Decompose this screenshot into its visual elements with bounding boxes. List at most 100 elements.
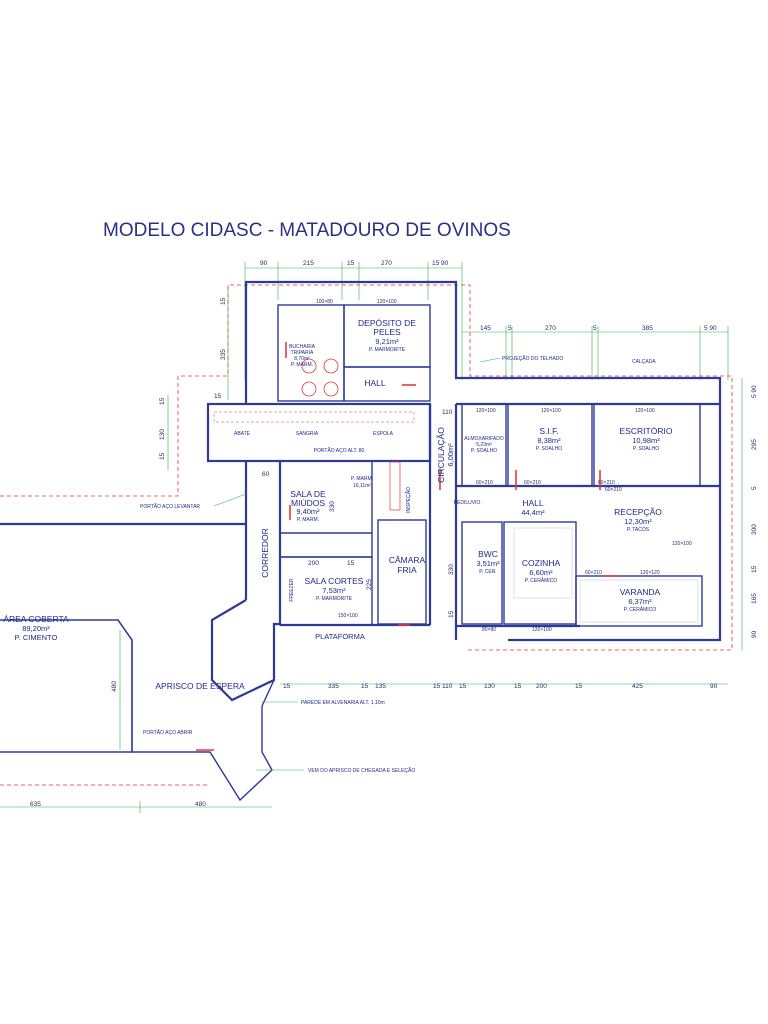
room-aprisco: APRISCO DE ESPERA <box>155 681 245 691</box>
room-sif: S.I.F. 8,38m² P. SOALHO <box>536 426 562 452</box>
window-tag: 120×120 <box>640 570 660 576</box>
room-name: BUCHARIA <box>289 344 316 350</box>
room-floor: P. MARM. <box>291 362 313 368</box>
room-deposito-peles: DEPÓSITO DE PELES 9,21m² P. MARMORITE <box>358 318 416 353</box>
room-p-marm: P. MARM. 16,11m² <box>351 476 373 489</box>
window-tag: 60×210 <box>524 480 541 486</box>
window-tag: 60×210 <box>585 570 602 576</box>
room-name: SALA DE <box>290 489 326 499</box>
dim-label: 425 <box>632 683 643 690</box>
dim-label: 15 <box>159 397 166 405</box>
dim-label: 15 <box>347 560 355 567</box>
room-name: CÂMARA <box>389 555 426 565</box>
dim-label: 330 <box>329 501 336 512</box>
dim-label: 300 <box>751 524 758 535</box>
dim-label: 15 <box>347 260 355 267</box>
bottom-dimensions: 15 335 15 135 15 110 15 130 15 200 15 42… <box>0 683 728 813</box>
room-area: 44,4m² <box>521 508 545 517</box>
dim-label: 15 <box>283 683 291 690</box>
room-floor: P. MARMORITE <box>316 596 353 602</box>
dim-label: 15 <box>448 610 455 618</box>
top-dimensions-2: 145 5 270 5 385 5 90 <box>462 325 729 380</box>
window-tag: 150×100 <box>338 613 358 619</box>
dim-label: 15 <box>459 683 467 690</box>
annotations: PROJEÇÃO DO TELHADO CALÇADA PORTÃO AÇO L… <box>140 355 656 774</box>
building-walls <box>0 280 722 802</box>
dim-label: 60 <box>262 471 270 478</box>
room-corredor: CORREDOR <box>260 528 270 578</box>
room-bwc: BWC 3,51m² P. CER. <box>476 549 500 575</box>
room-area: 9,40m² <box>296 507 320 516</box>
room-floor: P. CIMENTO <box>15 633 58 642</box>
room-floor: P. TACOS <box>627 527 650 533</box>
window-tag: 120×100 <box>476 408 496 414</box>
room-name: FRIA <box>397 565 417 575</box>
dim-label: 15 <box>514 683 522 690</box>
dim-label: 135 <box>375 683 386 690</box>
room-area: 16,11m² <box>353 483 371 489</box>
room-floor: P. SOALHO <box>536 446 562 452</box>
room-area: 9,21m² <box>375 337 399 346</box>
room-area: 6,00m² <box>446 443 455 467</box>
room-pediluvio: PEDILUVIO <box>454 500 481 506</box>
dim-label: 5 <box>508 325 512 332</box>
room-circulacao: CIRCULAÇÃO 6,00m² <box>436 427 455 483</box>
dim-label: 165 <box>751 593 758 604</box>
room-area: 8,38m² <box>537 436 561 445</box>
dim-label: 5 90 <box>751 385 758 398</box>
room-recepcao: RECEPÇÃO 12,30m² P. TACOS <box>614 507 662 533</box>
dim-label: 200 <box>536 683 547 690</box>
room-inspecao: INSPEÇÃO <box>405 487 412 513</box>
dim-label: 270 <box>381 260 392 267</box>
room-espola: ESPOLA <box>373 431 394 437</box>
dim-label: 90 <box>710 683 718 690</box>
dim-label: 5 90 <box>704 325 717 332</box>
room-name: BWC <box>478 549 498 559</box>
room-name: DEPÓSITO DE <box>358 318 416 328</box>
dim-label: 130 <box>484 683 495 690</box>
dim-label: 330 <box>448 564 455 575</box>
room-area-coberta: ÁREA COBERTA 89,20m² P. CIMENTO <box>3 614 69 642</box>
inner-dimensions: 60 200 15 330 225 15 330 110 <box>262 409 455 618</box>
left-dimensions: 15 335 15 130 15 480 15 <box>111 285 229 750</box>
room-area: 89,20m² <box>22 624 50 633</box>
dim-label: 15 90 <box>432 260 449 267</box>
dim-label: 295 <box>751 439 758 450</box>
dim-label: 215 <box>303 260 314 267</box>
dim-label: 90 <box>751 630 758 638</box>
room-camara-fria: CÂMARA FRIA <box>389 555 426 575</box>
room-sala-cortes: SALA CORTES 7,53m² P. MARMORITE <box>305 576 364 602</box>
window-tag: 120×100 <box>377 299 397 305</box>
room-name: S.I.F. <box>539 426 558 436</box>
dim-label: 5 <box>593 325 597 332</box>
dim-label: 15 110 <box>433 683 453 690</box>
right-dimensions: 5 90 295 5 300 15 165 90 <box>741 378 758 650</box>
room-area: 5,23m² <box>476 442 492 448</box>
room-floor: P. MARM. <box>351 476 373 482</box>
window-tag: 120×100 <box>541 408 561 414</box>
dim-label: 225 <box>366 579 373 590</box>
dim-label: 15 <box>751 565 758 573</box>
room-name: ESCRITÓRIO <box>620 426 673 436</box>
room-name: ALMOXARIFADO <box>464 436 504 442</box>
room-hall-main: HALL 44,4m² <box>521 498 545 517</box>
dim-label: 110 <box>442 409 453 416</box>
room-floor: P. CERÂMICO <box>624 606 657 613</box>
room-name: TRIPARIA <box>291 350 314 356</box>
roof-projection <box>0 284 733 786</box>
doors <box>196 342 620 751</box>
window-tag: 120×100 <box>532 627 552 633</box>
room-varanda: VARANDA 6,37m² P. CERÂMICO <box>620 587 661 613</box>
window-tag: 80×80 <box>482 627 496 633</box>
room-sala-miudos: SALA DE MIÚDOS 9,40m² P. MARM. <box>290 489 326 523</box>
room-name: ÁREA COBERTA <box>3 614 69 624</box>
window-tags: 100×80 120×100 120×100 120×100 120×100 6… <box>316 299 692 633</box>
room-area: 12,30m² <box>624 517 652 526</box>
dim-label: 385 <box>642 325 653 332</box>
note-vem-aprisco: VEM DO APRISCO DE CHEGADA E SELEÇÃO <box>308 767 415 774</box>
room-floor: P. CERÂMICO <box>525 577 558 584</box>
window-tag: 60×210 <box>598 480 615 486</box>
room-abate: ABATE <box>234 431 251 437</box>
room-freezer: FREEZER <box>289 578 295 602</box>
room-sangria: SANGRIA <box>296 431 319 437</box>
